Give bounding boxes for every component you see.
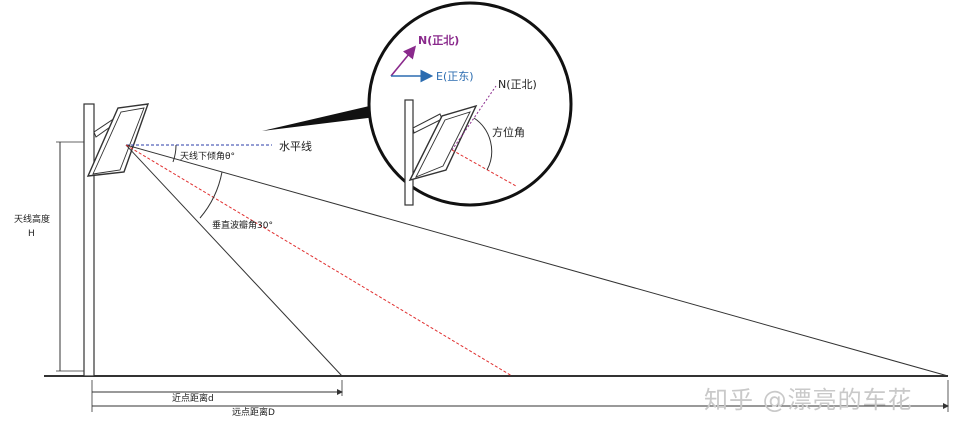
horizon-label: 水平线	[279, 139, 312, 153]
beam-upper	[125, 144, 949, 377]
watermark: 知乎 @漂亮的车花	[704, 386, 913, 414]
downtilt-label: 天线下倾角θ°	[180, 150, 235, 162]
azimuth-inset: N(正北) E(正东) N(正北) 方位角	[367, 1, 573, 207]
inset-pole	[404, 99, 414, 206]
azimuth-label: 方位角	[492, 125, 525, 139]
inset-north-line	[451, 85, 497, 151]
beam-lower	[125, 144, 343, 377]
azimuth-arc	[473, 117, 493, 171]
pole	[83, 103, 95, 377]
vertical-beam-arc	[199, 171, 223, 219]
inset-north-label: N(正北)	[498, 78, 537, 91]
north-arrow	[390, 45, 417, 77]
inset-antenna	[408, 104, 478, 182]
north-arrow-label: N(正北)	[418, 33, 459, 47]
near-distance-label: 近点距离d	[172, 392, 214, 404]
height-label-1: 天线高度	[14, 213, 50, 225]
antenna-panel	[86, 103, 150, 177]
vertical-beam-label: 垂直波瓣角30°	[212, 219, 273, 231]
callout-wedge	[262, 104, 384, 131]
east-arrow-label: E(正东)	[436, 70, 474, 83]
far-distance-label: 远点距离D	[232, 406, 275, 418]
downtilt-arc	[172, 144, 177, 163]
height-label-2: H	[28, 229, 35, 239]
inset-azimuth-line	[451, 149, 517, 187]
